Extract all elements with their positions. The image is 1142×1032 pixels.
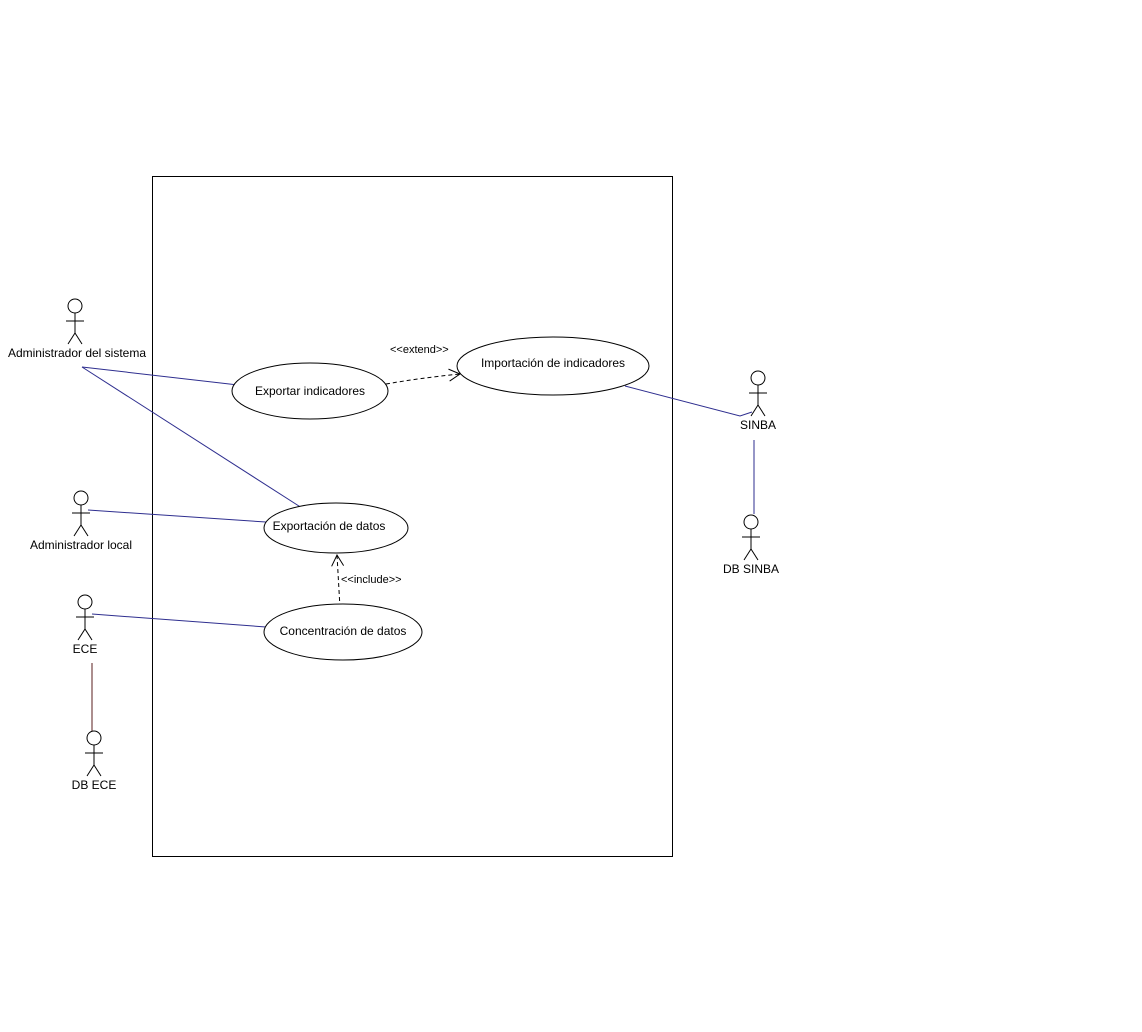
actor-admin-local-label: Administrador local — [30, 538, 132, 552]
include-label: <<include>> — [341, 574, 402, 586]
actor-admin-sistema-label: Administrador del sistema — [8, 346, 146, 360]
use-case-importacion-indicadores[interactable]: Importación de indicadores — [456, 336, 650, 396]
include-arrow — [331, 553, 345, 609]
use-case-concentracion-datos[interactable]: Concentración de datos — [263, 603, 423, 661]
actor-admin-local[interactable] — [72, 490, 90, 537]
system-boundary — [152, 176, 673, 857]
use-case-exportar-indicadores[interactable]: Exportar indicadores — [231, 362, 389, 420]
assoc-ece-concentracion-datos — [91, 613, 267, 628]
use-case-importacion-indicadores-label: Importación de indicadores — [481, 356, 625, 370]
assoc-admin-local-exportacion-datos — [87, 509, 267, 523]
actor-db-sinba[interactable] — [742, 514, 760, 561]
assoc-admin-sistema-exportar-indicadores — [81, 366, 239, 386]
associations — [81, 366, 755, 628]
actor-ece[interactable] — [76, 594, 94, 641]
extend-arrow — [385, 368, 462, 385]
actor-sinba-label: SINBA — [740, 418, 776, 432]
use-case-concentracion-datos-label: Concentración de datos — [280, 624, 407, 638]
actor-sinba[interactable] — [749, 370, 767, 417]
assoc-admin-sistema-exportacion-datos — [81, 366, 303, 509]
use-case-exportar-indicadores-label: Exportar indicadores — [255, 384, 365, 398]
use-case-exportacion-datos[interactable]: Exportación de datos — [263, 502, 409, 554]
actor-db-ece[interactable] — [85, 730, 103, 777]
actor-db-ece-label: DB ECE — [72, 778, 117, 792]
use-case-exportacion-datos-label: Exportación de datos — [273, 519, 386, 533]
actor-db-sinba-label: DB SINBA — [723, 562, 779, 576]
actor-ece-label: ECE — [73, 642, 98, 656]
actor-admin-sistema[interactable] — [66, 298, 84, 345]
assoc-importacion-sinba — [624, 385, 753, 417]
extend-label: <<extend>> — [390, 344, 449, 356]
